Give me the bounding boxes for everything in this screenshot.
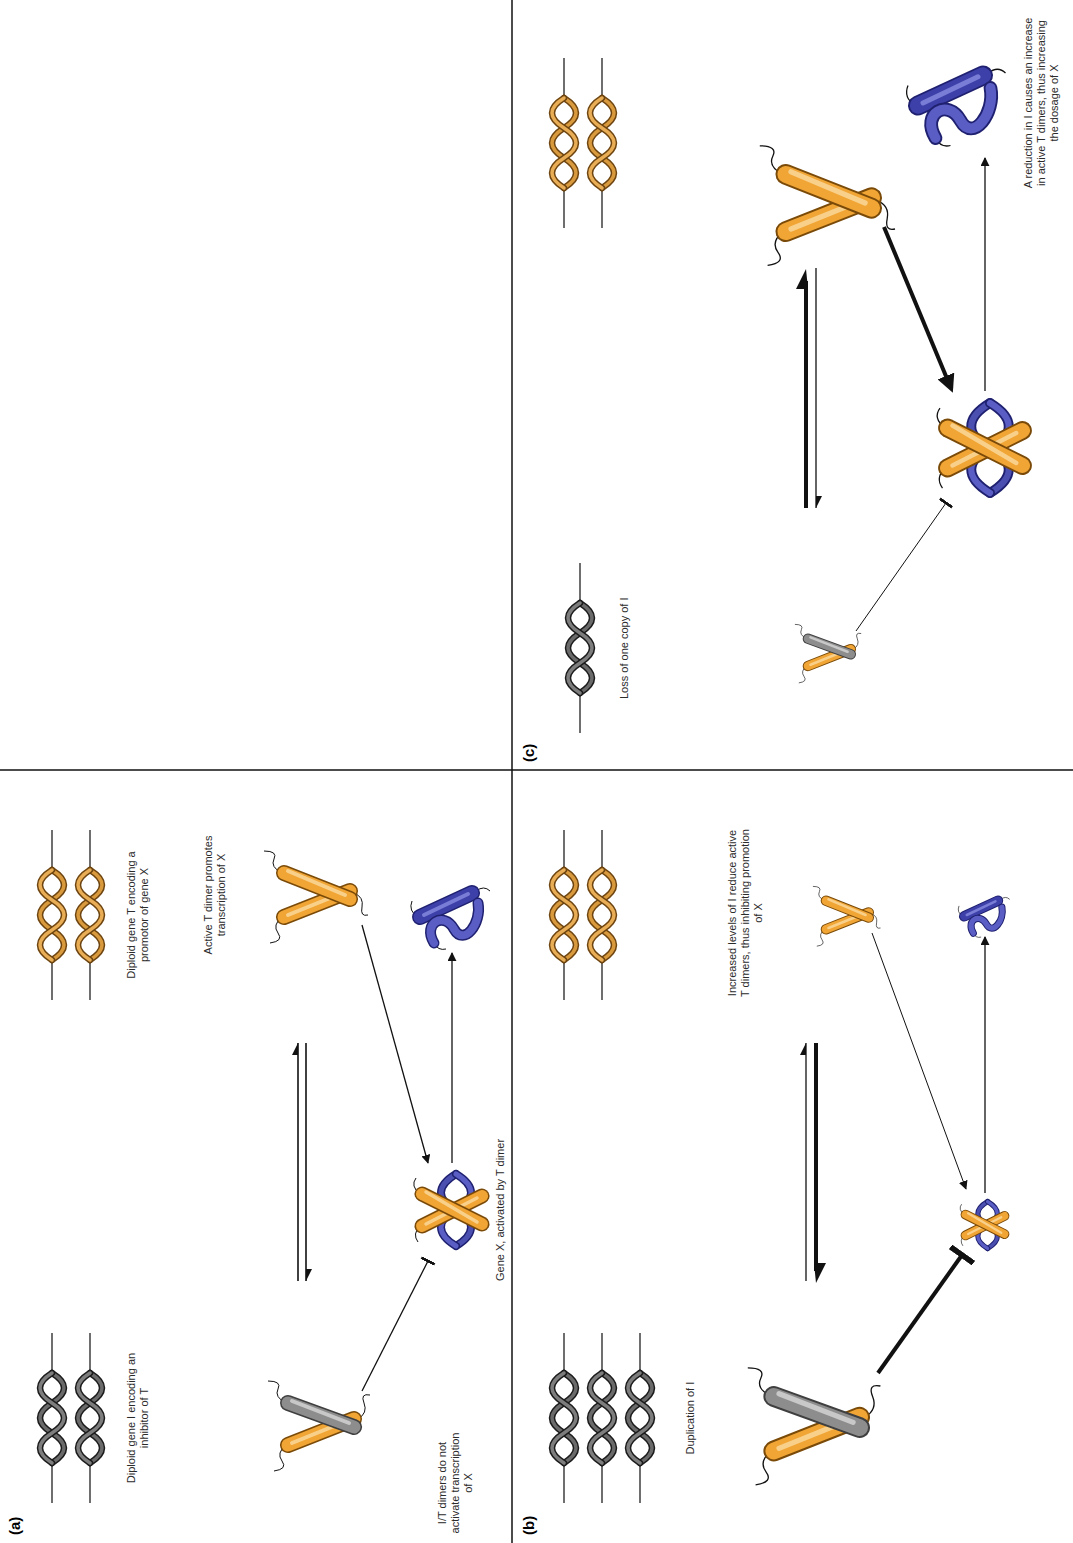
annotation: I/T dimers do not activate transcription… — [436, 1429, 475, 1537]
panel-divider — [0, 769, 1073, 771]
promoter-complex — [937, 403, 1022, 493]
panel-divider — [511, 0, 513, 1543]
gene-note: Duplication of I — [684, 1382, 697, 1455]
gene-copy — [40, 830, 64, 1000]
equilibrium-arrow — [805, 1043, 806, 1281]
gene-copy — [552, 830, 576, 1000]
gene-product — [958, 897, 1009, 937]
activation-arrow — [884, 227, 948, 381]
inhibitor-dimer — [795, 624, 861, 683]
annotation: Active T dimer promotes transcription of… — [202, 820, 228, 970]
gene-copy — [568, 563, 592, 733]
gene-note: Diploid gene I encoding an inhibitor of … — [125, 1343, 151, 1493]
equilibrium-arrow — [804, 281, 808, 508]
active-dimer — [264, 851, 368, 943]
annotation: Increased levels of I reduce active T di… — [726, 827, 765, 999]
active-dimer — [760, 146, 895, 266]
panel-label: (c) — [520, 744, 537, 762]
gene-note: Loss of one copy of I — [618, 597, 631, 699]
equilibrium-arrow — [305, 1043, 307, 1281]
expression-arrow — [984, 158, 985, 391]
gene-copy — [78, 830, 102, 1000]
annotation: A reduction in I causes an increase in a… — [1022, 14, 1061, 192]
inhibition-line — [362, 1261, 428, 1391]
gene-product — [411, 888, 490, 949]
panel-label: (b) — [520, 1516, 537, 1535]
gene-copy — [590, 1333, 614, 1503]
promoter-complex — [414, 1174, 482, 1246]
activation-arrow — [872, 933, 966, 1189]
gene-copy — [628, 1333, 652, 1503]
gene-copy — [40, 1333, 64, 1503]
expression-arrow — [984, 937, 985, 1193]
gene-copy — [590, 830, 614, 1000]
gene-copy — [78, 1333, 102, 1503]
annotation: Gene X, activated by T dimer — [494, 1139, 507, 1281]
gene-copy — [590, 58, 614, 228]
expression-arrow — [451, 953, 452, 1163]
equilibrium-arrow — [814, 1043, 818, 1271]
inhibitor-dimer — [268, 1381, 370, 1471]
activation-arrow — [362, 925, 428, 1163]
equilibrium-arrow — [297, 1043, 299, 1281]
gene-copy — [552, 1333, 576, 1503]
panel-label: (a) — [6, 1517, 23, 1535]
gene-product — [907, 69, 1006, 146]
promoter-complex — [960, 1202, 1004, 1249]
inhibition-line — [878, 1255, 962, 1373]
equilibrium-arrow — [815, 268, 816, 508]
gene-note: Diploid gene T encoding a promotor of ge… — [125, 840, 151, 990]
inhibition-line — [856, 503, 946, 631]
active-dimer — [813, 886, 881, 946]
gene-copy — [552, 58, 576, 228]
inhibitor-dimer — [748, 1368, 881, 1485]
